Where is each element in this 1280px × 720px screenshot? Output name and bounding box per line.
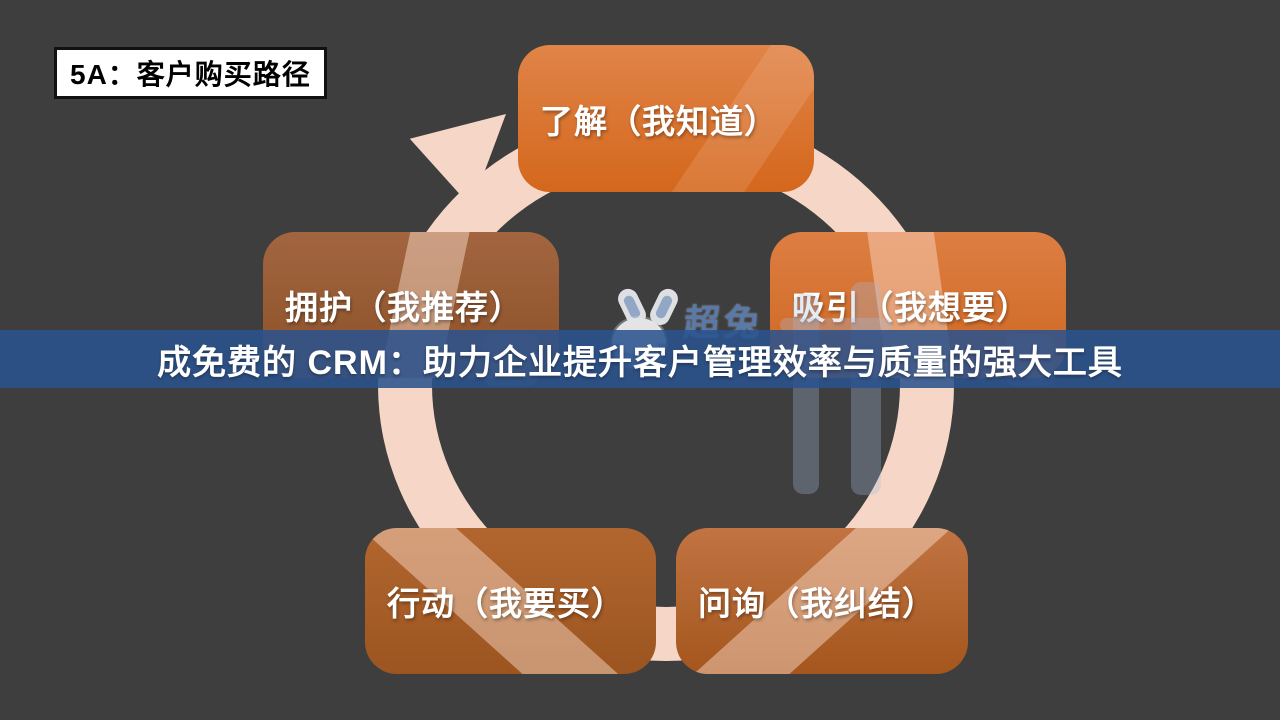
- page-title: 5A：客户购买路径: [70, 59, 311, 90]
- node-label-appeal: 吸引（我想要）: [792, 289, 1030, 326]
- diagram-title-plate: 5A：客户购买路径: [54, 47, 327, 99]
- headline-text: 成免费的 CRM：助力企业提升客户管理效率与质量的强大工具: [157, 343, 1123, 382]
- rabbit-ear-inner: [622, 294, 642, 320]
- node-label-act: 行动（我要买）: [387, 585, 625, 622]
- node-label-advocate: 拥护（我推荐）: [285, 289, 523, 326]
- watermark-glyph: [793, 294, 819, 494]
- node-label-ask: 问询（我纠结）: [698, 585, 936, 622]
- cycle-node-ask: 问询（我纠结）: [676, 528, 968, 674]
- node-label-aware: 了解（我知道）: [540, 102, 778, 140]
- rabbit-ear-inner: [654, 294, 674, 320]
- headline-banner: 成免费的 CRM：助力企业提升客户管理效率与质量的强大工具: [0, 330, 1280, 388]
- watermark-glyph: [851, 282, 881, 495]
- cycle-node-act: 行动（我要买）: [365, 528, 656, 674]
- cycle-node-aware: 了解（我知道）: [518, 45, 814, 192]
- watermark-glyph: [780, 318, 892, 332]
